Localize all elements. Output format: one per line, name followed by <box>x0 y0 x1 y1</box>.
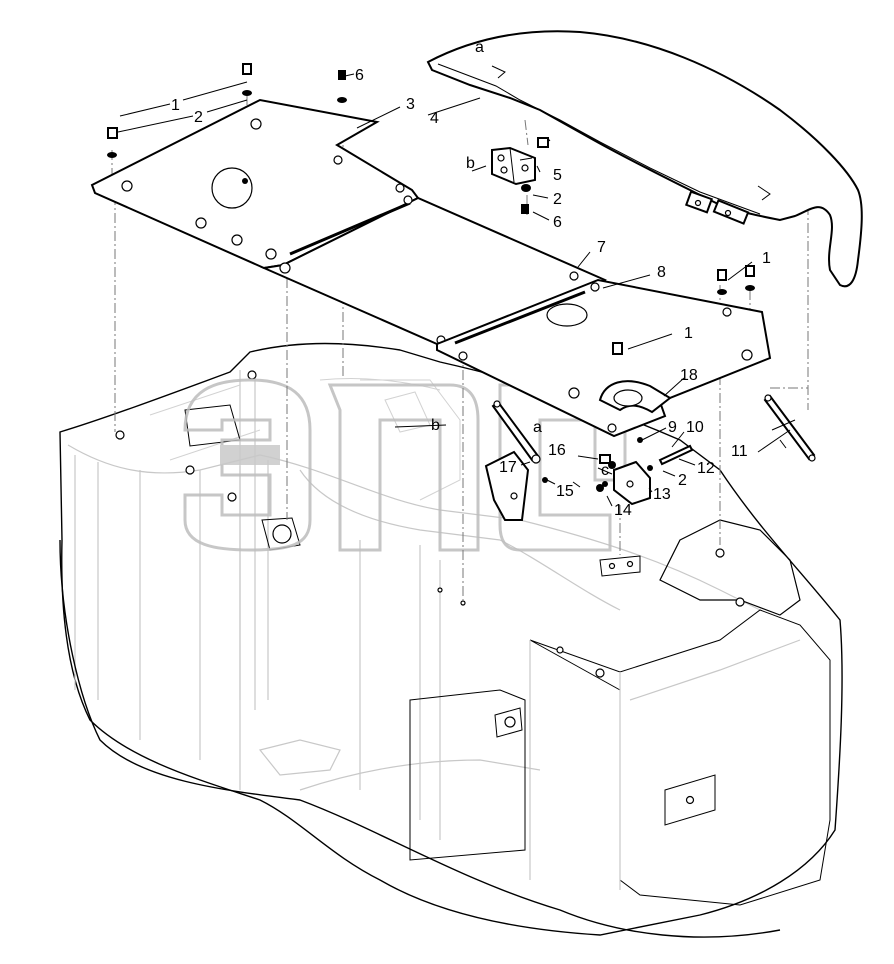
callout-13: 13 <box>653 486 671 503</box>
callout-1: 1 <box>171 97 180 114</box>
callout-12: 12 <box>697 460 715 477</box>
callout-10: 10 <box>686 419 704 436</box>
side-bracket-b <box>484 450 530 521</box>
callout-3: 3 <box>406 96 415 113</box>
callout-6: 6 <box>355 67 364 84</box>
reference-b: b <box>466 155 475 172</box>
callout-2: 2 <box>194 109 203 126</box>
leader-lines <box>117 73 796 507</box>
reference-a: a <box>475 39 484 56</box>
callout-14: 14 <box>614 502 632 519</box>
callout-7: 7 <box>597 239 606 256</box>
callout-2: 2 <box>678 472 687 489</box>
reference-a: a <box>533 419 542 436</box>
callout-16: 16 <box>548 442 566 459</box>
callout-11: 11 <box>731 443 748 460</box>
callout-17: 17 <box>499 459 517 476</box>
callout-15: 15 <box>556 483 574 500</box>
gas-strut-11 <box>763 394 816 462</box>
callout-8: 8 <box>657 264 666 281</box>
reference-c: c <box>601 462 609 479</box>
floor-panel-7 <box>260 195 607 345</box>
callout-1: 1 <box>684 325 693 342</box>
callout-1: 1 <box>762 250 771 267</box>
callout-5: 5 <box>553 167 562 184</box>
callout-9: 9 <box>668 419 677 436</box>
floor-panel-8 <box>436 278 772 438</box>
bracket-13 <box>613 444 694 506</box>
hinge-assembly <box>491 137 551 214</box>
reference-b: b <box>431 417 440 434</box>
gas-strut-17 <box>491 400 541 464</box>
callout-18: 18 <box>680 367 698 384</box>
callout-labels: 1 2 6 3 4 5 2 6 7 8 1 1 18 9 10 11 12 2 … <box>171 39 771 519</box>
callout-4: 4 <box>430 110 439 127</box>
machine-body-outline <box>59 342 843 938</box>
callout-6: 6 <box>553 214 562 231</box>
floor-panel-3 <box>90 98 420 270</box>
rear-cover-lid <box>426 30 863 288</box>
callout-2: 2 <box>553 191 562 208</box>
fasteners <box>107 63 755 492</box>
